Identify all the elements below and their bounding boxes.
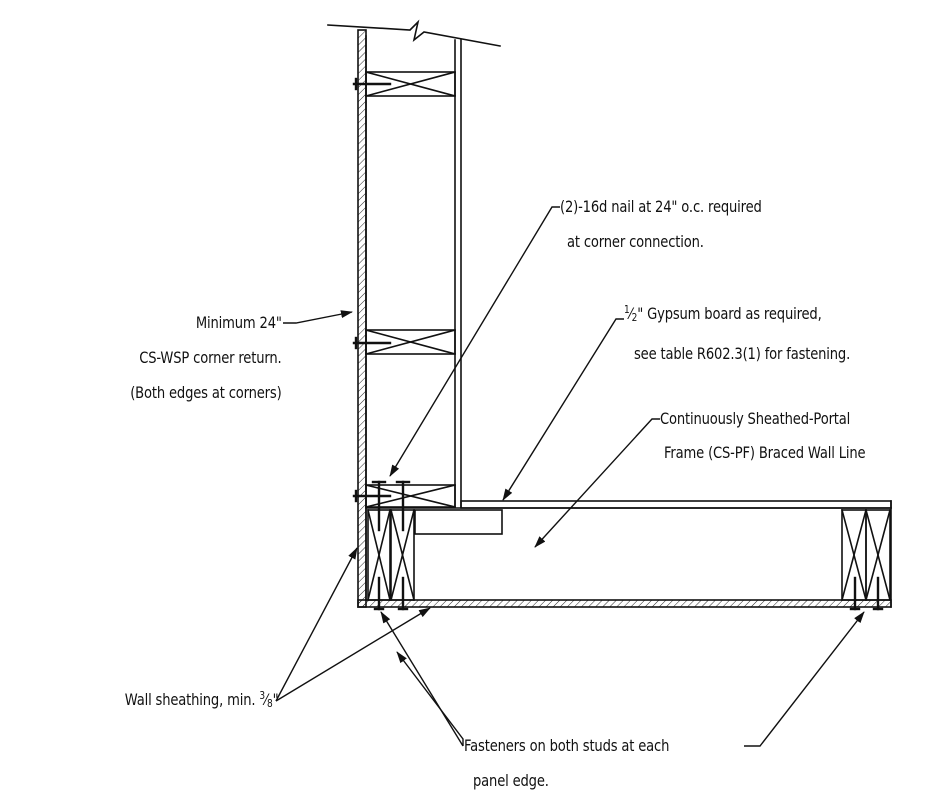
nail-top [352,77,392,91]
leader-nail [389,206,560,477]
sheathing-note-text: Wall sheathing, min. [124,690,259,709]
fastener-3 [849,576,861,611]
cspf-note-line2: Frame (CS-PF) Braced Wall Line [664,443,866,462]
fastener-1 [373,576,385,611]
gypsum-frac-num: 1 [624,303,630,316]
fastener-4 [872,576,884,611]
leader-cspf [534,418,660,548]
vertical-wall-sheathing [357,29,367,608]
sheathing-note: Wall sheathing, min. 3⁄8" [124,689,278,710]
sheathing-frac-den: 8 [266,697,273,710]
leader-gypsum [502,318,624,501]
gypsum-frac-den: 2 [631,311,638,324]
horizontal-wall-sheathing [357,599,892,608]
nail-note-line2: at corner connection. [567,232,704,251]
leader-fastener-right [744,611,865,747]
fastener-2 [397,576,409,611]
nail-note-line1: (2)-16d nail at 24" o.c. required [560,197,762,216]
leader-fastener-left [380,611,464,747]
leader-fastener-mid [396,651,464,746]
fasteners-note-line1: Fasteners on both studs at each [464,736,670,755]
horizontal-wall-gypsum [460,500,892,509]
gypsum-note-line2: see table R602.3(1) for fastening. [634,344,851,363]
gypsum-note-line1: 1⁄2" Gypsum board as required, [624,303,822,324]
cspf-note-line1: Continuously Sheathed-Portal [660,409,851,428]
leader-sheathing-1 [275,547,358,702]
backing-block [414,509,503,535]
corner-return-line2: CS-WSP corner return. [139,348,282,367]
sheathing-fraction: 3⁄8 [258,689,273,710]
corner-return-line1: Minimum 24" [196,313,282,332]
fasteners-note-line2: panel edge. [473,771,549,790]
nail-middle [352,336,392,350]
break-line [327,19,501,47]
sheathing-note-suffix: " [272,690,278,709]
gypsum-fraction: 1⁄2 [624,303,638,324]
leader-sheathing-2 [275,607,431,702]
nail-corner [352,489,392,503]
corner-return-line3: (Both edges at corners) [130,383,282,402]
sheathing-frac-num: 3 [258,689,265,702]
corner-nail-b [395,480,411,532]
gypsum-note-text: " Gypsum board as required, [637,304,822,323]
leader-corner-return [283,310,353,324]
corner-nail-a [371,480,387,532]
